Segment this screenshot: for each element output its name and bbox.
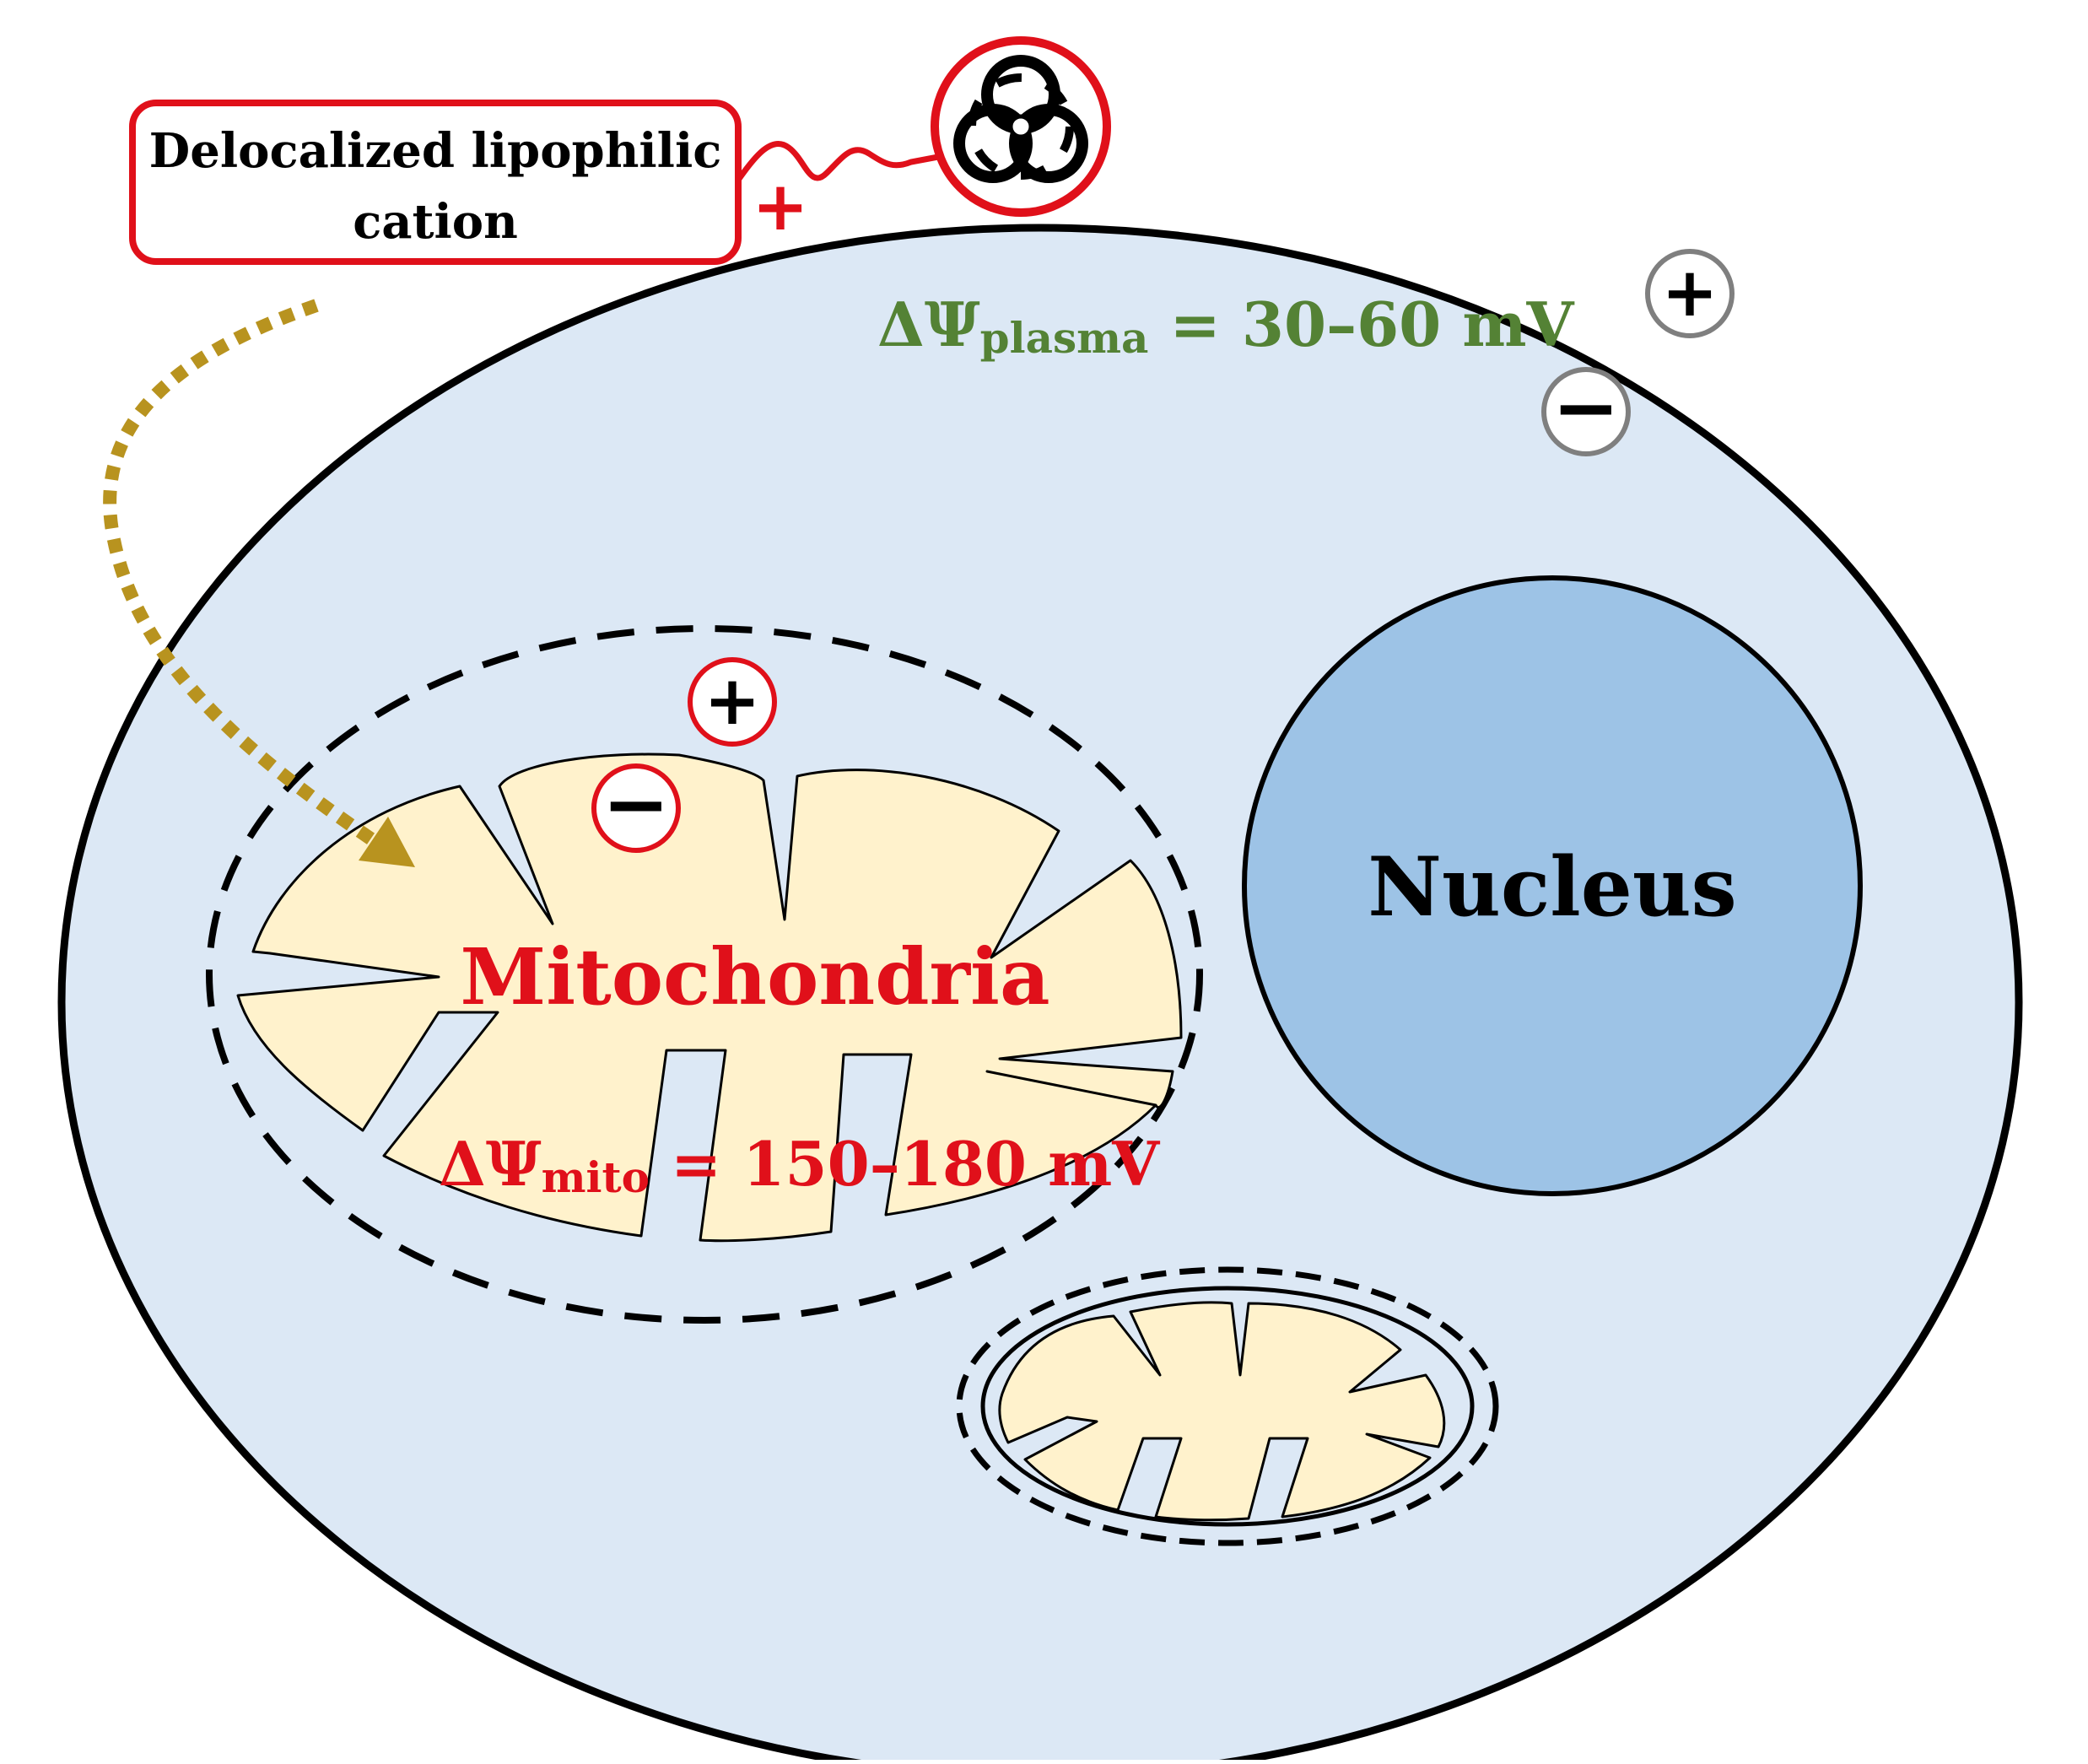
plasma-potential-subscript: plasma [980,313,1149,363]
mitochondrion-inner-body [236,753,1183,1243]
cation-label-line2: cation [353,194,518,250]
mitochondria-label: Mitochondria [460,931,1049,1022]
small-mitochondrion-inner-ring [980,1286,1475,1527]
plasma-potential-symbol: ΔΨ [877,289,980,360]
linker-wave [736,141,939,181]
mito-potential-symbol: ΔΨ [439,1128,542,1200]
mito-negative-charge: − [591,757,681,853]
cation-label-box [129,100,742,265]
mito-positive-charge: + [688,657,777,747]
small-mitochondrion-inner-body [998,1301,1446,1522]
plasma-potential: ΔΨplasma = 30–60 mV [877,289,1575,363]
plasma-negative-charge-sign: − [1552,360,1620,455]
mito-potential: ΔΨmito = 150–180 mV [439,1128,1160,1202]
mito-potential-subscript: mito [542,1152,650,1202]
nucleus [1242,575,1863,1196]
plasma-positive-charge: + [1645,249,1735,338]
cation-charge: + [752,167,808,245]
mito-potential-value: = 150–180 mV [650,1128,1160,1200]
biohazard-icon [931,36,1111,217]
plasma-potential-value: = 30–60 mV [1148,289,1574,360]
cation-label-line1: Delocalized lipophilic [149,123,722,179]
uptake-arrow [103,299,382,850]
mito-positive-charge-sign: + [704,661,760,740]
plasma-negative-charge: − [1541,360,1631,456]
plasma-positive-charge-sign: + [1661,253,1718,332]
uptake-arrowhead [359,817,415,867]
mito-negative-charge-sign: − [602,757,670,851]
nucleus-label: Nucleus [1368,839,1736,935]
